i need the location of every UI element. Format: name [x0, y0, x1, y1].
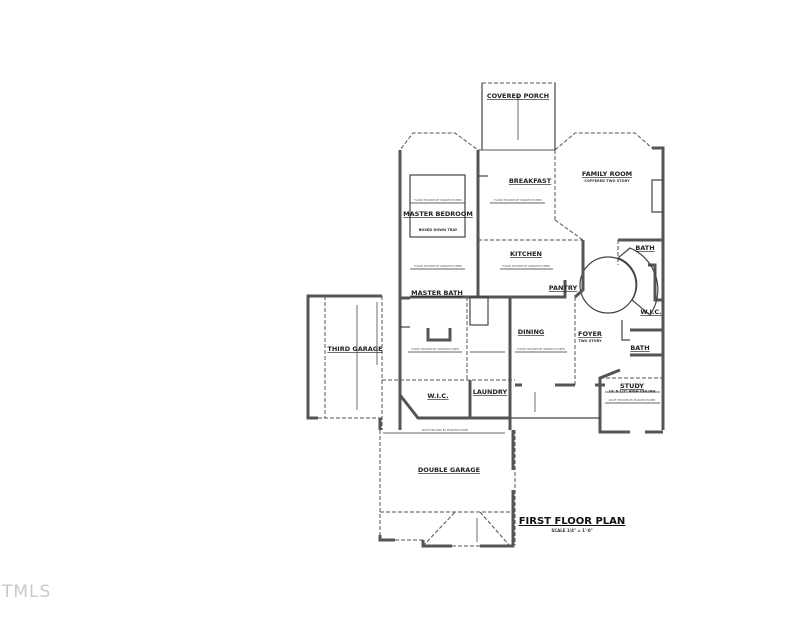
truss-note: FLOOR TRUSSES BY MANUFACTURER: [494, 198, 542, 202]
label-bath-upper: BATH: [635, 244, 654, 252]
label-study: STUDY: [620, 382, 644, 390]
label-family-room: FAMILY ROOM: [582, 170, 632, 178]
truss-note: FLOOR TRUSSES BY MANUFACTURER: [502, 264, 550, 268]
label-family-room-sub: COFFERED TWO STORY: [584, 179, 630, 183]
label-covered-porch: COVERED PORCH: [487, 92, 549, 100]
label-study-sub: 13' 6 1/2" HIGH CEILING: [609, 390, 656, 394]
label-double-garage: DOUBLE GARAGE: [418, 466, 480, 474]
label-pantry: PANTRY: [549, 284, 578, 292]
walls: [306, 82, 665, 548]
roof-truss-note: ROOF TRUSSES BY MANUFACTURER: [422, 428, 469, 432]
truss-note: FLOOR TRUSSES BY MANUFACTURER: [517, 347, 565, 351]
plan-title: FIRST FLOOR PLAN: [519, 516, 626, 527]
tray-ceiling: [409, 174, 466, 238]
label-wic-right: W.I.C.: [640, 308, 661, 316]
label-dining: DINING: [518, 328, 544, 336]
label-foyer-sub: TWO STORY: [578, 339, 602, 343]
label-master-bedroom: MASTER BEDROOM: [403, 210, 473, 218]
room-labels: COVERED PORCH BREAKFAST FAMILY ROOM COFF…: [327, 92, 661, 474]
truss-note: FLOOR TRUSSES BY MANUFACTURER: [414, 198, 462, 202]
truss-notes: FLOOR TRUSSES BY MANUFACTURER FLOOR TRUS…: [411, 198, 655, 432]
master-bay: [399, 132, 479, 430]
watermark: TMLS: [1, 582, 51, 602]
spiral-stair: [579, 256, 637, 314]
label-foyer: FOYER: [578, 330, 602, 338]
label-kitchen: KITCHEN: [510, 250, 542, 258]
label-bath-lower: BATH: [630, 344, 649, 352]
truss-note: FLOOR TRUSSES BY MANUFACTURER: [411, 347, 459, 351]
label-wic-left: W.I.C.: [427, 392, 448, 400]
truss-note: FLOOR TRUSSES BY MANUFACTURER: [414, 264, 462, 268]
label-breakfast: BREAKFAST: [509, 177, 552, 185]
label-master-bath: MASTER BATH: [411, 289, 463, 297]
roof-truss-note: ROOF TRUSSES BY MANUFACTURER: [609, 398, 656, 402]
label-third-garage: THIRD GARAGE: [327, 345, 382, 353]
plan-scale: SCALE 1/4" = 1'-0": [551, 528, 592, 533]
label-master-bedroom-sub: BOXED DOWN TRAY: [419, 228, 458, 232]
label-laundry: LAUNDRY: [473, 388, 508, 396]
